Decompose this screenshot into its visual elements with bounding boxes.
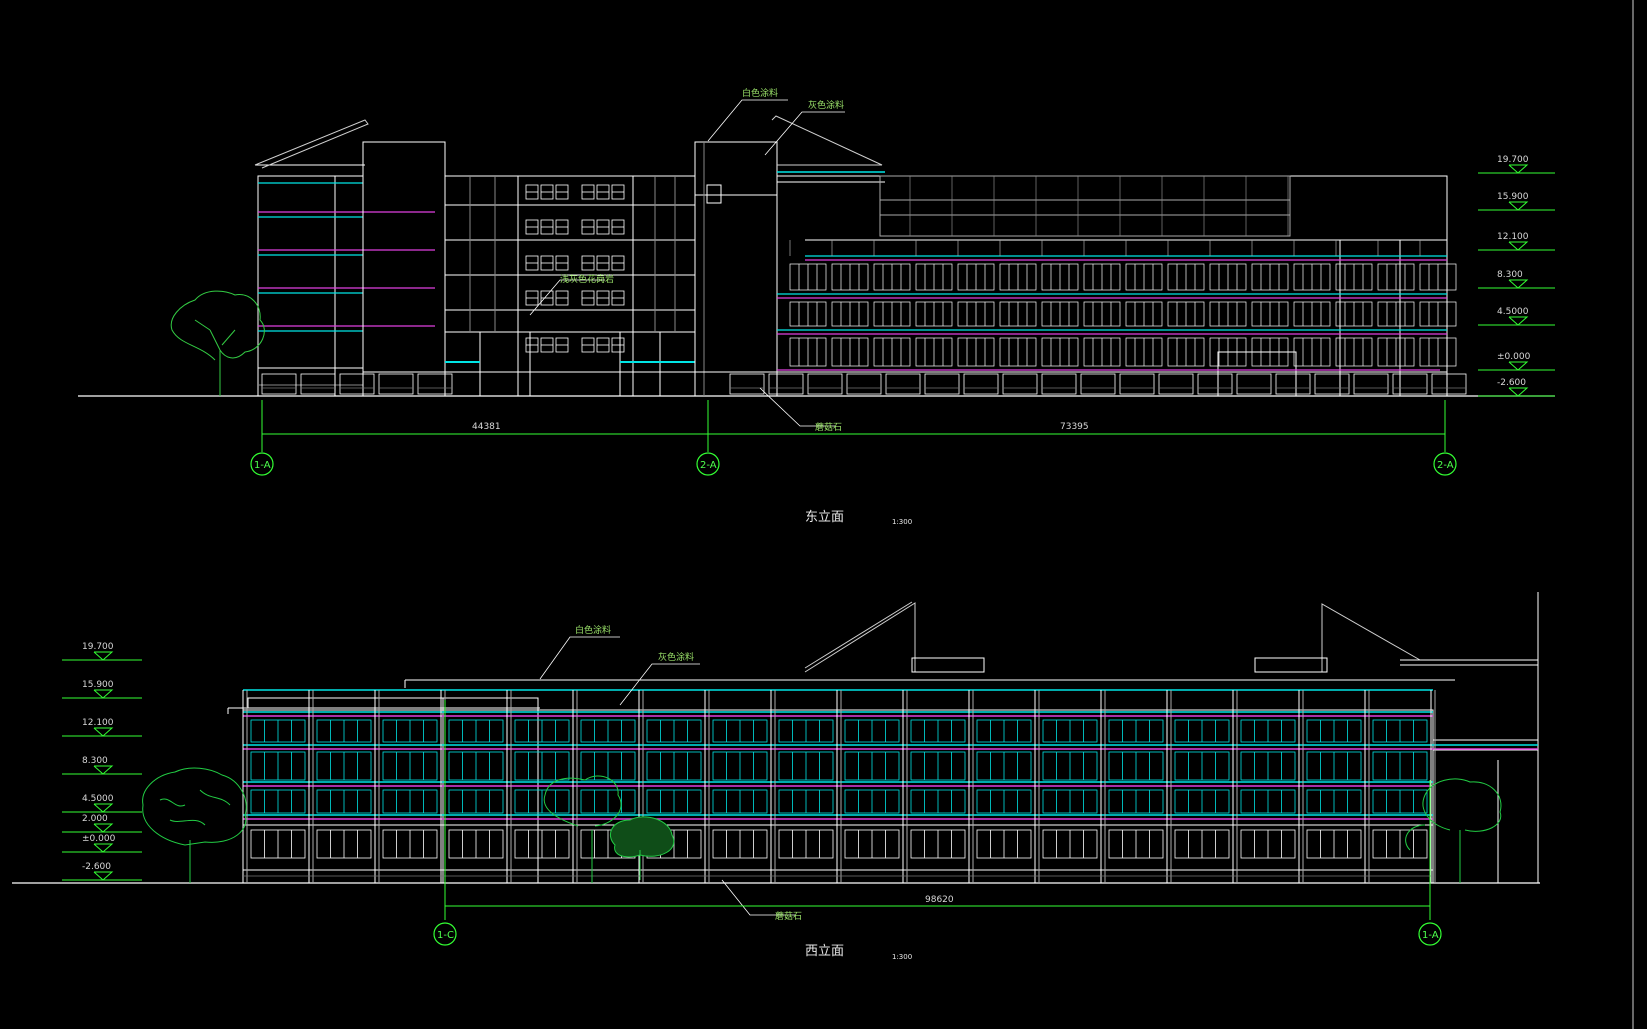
east-right-windows: [789, 176, 1457, 367]
level-label: 8.300: [1497, 270, 1523, 280]
level-label: 8.300: [82, 756, 108, 766]
east-left-wing-floors: [258, 182, 435, 332]
ground-bay: [963, 373, 999, 395]
level-triangle: [1508, 279, 1529, 289]
level-triangle: [93, 871, 114, 881]
east-right-floor-bands: [777, 255, 1447, 371]
east-elevation-scale: 1:300: [892, 518, 912, 526]
ground-bay: [378, 373, 414, 395]
level-label: ±0.000: [1497, 352, 1531, 362]
east-dimension-1: 44381: [472, 422, 501, 432]
west-elevation: 白色涂料 灰色涂料 蘑菇石 98620 1-C 1-A 西立面 1:300 19…: [12, 592, 1540, 961]
east-middle-block: [444, 175, 696, 397]
west-tree-middle: [543, 775, 675, 883]
ground-bay: [1353, 373, 1389, 395]
east-note-grey-paint: 灰色涂料: [808, 99, 844, 111]
ground-bay: [1431, 373, 1467, 395]
west-tree-left: [142, 767, 247, 883]
east-ground-floor-bays: [261, 373, 1467, 395]
west-axis-label-2: 1-A: [1422, 930, 1439, 941]
level-triangle: [1508, 201, 1529, 211]
west-note-grey-paint: 灰色涂料: [658, 651, 694, 663]
level-label: 2.000: [82, 814, 108, 824]
east-axis-label-2: 2-A: [700, 460, 717, 471]
level-label: 15.900: [82, 680, 114, 690]
level-triangle: [1508, 164, 1529, 174]
east-middle-windows: [525, 184, 625, 353]
level-triangle: [93, 727, 114, 737]
west-dimension-1: 98620: [925, 895, 954, 905]
ground-bay: [885, 373, 921, 395]
ground-bay: [1275, 373, 1311, 395]
level-triangle: [1508, 387, 1529, 397]
ground-bay: [1236, 373, 1272, 395]
east-axis-label-1: 1-A: [254, 460, 271, 471]
west-note-mushroom-stone: 蘑菇石: [775, 910, 802, 922]
ground-bay: [261, 373, 297, 395]
east-tree: [170, 290, 265, 396]
east-leader-lines: [529, 99, 845, 427]
level-triangle: [93, 823, 114, 833]
ground-bay: [807, 373, 843, 395]
west-windows: [250, 719, 1428, 814]
west-tree-right: [1405, 778, 1502, 883]
level-label: -2.600: [82, 862, 111, 872]
west-ground-bays: [243, 829, 1431, 877]
ground-bay: [1392, 373, 1428, 395]
ground-bay: [1041, 373, 1077, 395]
west-dimension-line: [444, 700, 1431, 920]
level-label: ±0.000: [82, 834, 116, 844]
west-elevation-title: 西立面: [805, 944, 844, 959]
east-elevation-title: 东立面: [805, 510, 844, 525]
ground-bay: [846, 373, 882, 395]
east-dimension-2: 73395: [1060, 422, 1089, 432]
level-triangle: [93, 651, 114, 661]
east-right-roof: [771, 115, 885, 183]
level-label: 12.100: [1497, 232, 1529, 242]
level-label: 12.100: [82, 718, 114, 728]
west-leader-lines: [539, 636, 795, 916]
ground-bay: [924, 373, 960, 395]
ground-bay: [300, 373, 336, 395]
east-dimension-line: [261, 400, 1446, 452]
ground-bay: [768, 373, 804, 395]
level-triangle: [1508, 316, 1529, 326]
ground-bay: [1158, 373, 1194, 395]
west-note-white-paint: 白色涂料: [575, 624, 611, 636]
level-triangle: [1508, 241, 1529, 251]
level-triangle: [93, 803, 114, 813]
level-label: -2.600: [1497, 378, 1526, 388]
ground-bay: [1197, 373, 1233, 395]
ground-bay: [729, 373, 765, 395]
east-level-marks: 19.700 15.900 12.100 8.300 4.5000 ±0.000 -2.60…: [1478, 155, 1555, 397]
level-label: 4.5000: [82, 794, 114, 804]
east-note-mushroom-stone: 蘑菇石: [815, 421, 842, 433]
east-axis-label-3: 2-A: [1437, 460, 1454, 471]
east-note-white-paint: 白色涂料: [742, 87, 778, 99]
east-elevation: 白色涂料 灰色涂料 浅灰色花岗岩 蘑菇石 44381 73395 1-A 2-A…: [78, 87, 1555, 526]
west-axis-label-1: 1-C: [437, 930, 454, 941]
level-label: 19.700: [1497, 155, 1529, 165]
west-level-marks: 19.700 15.900 12.100 8.300 4.5000 2.000 ±0.000…: [62, 642, 142, 881]
level-label: 4.5000: [1497, 307, 1529, 317]
level-triangle: [1508, 361, 1529, 371]
level-label: 19.700: [82, 642, 114, 652]
level-triangle: [93, 689, 114, 699]
ground-bay: [1314, 373, 1350, 395]
level-triangle: [93, 843, 114, 853]
ground-bay: [1119, 373, 1155, 395]
east-note-granite: 浅灰色花岗岩: [560, 273, 614, 285]
level-triangle: [93, 765, 114, 775]
east-axis-bubbles: [250, 452, 1457, 476]
ground-bay: [339, 373, 375, 395]
west-elevation-scale: 1:300: [892, 953, 912, 961]
west-axis-bubbles: [433, 922, 1442, 946]
level-label: 15.900: [1497, 192, 1529, 202]
ground-bay: [1080, 373, 1116, 395]
ground-bay: [1002, 373, 1038, 395]
ground-bay: [417, 373, 453, 395]
